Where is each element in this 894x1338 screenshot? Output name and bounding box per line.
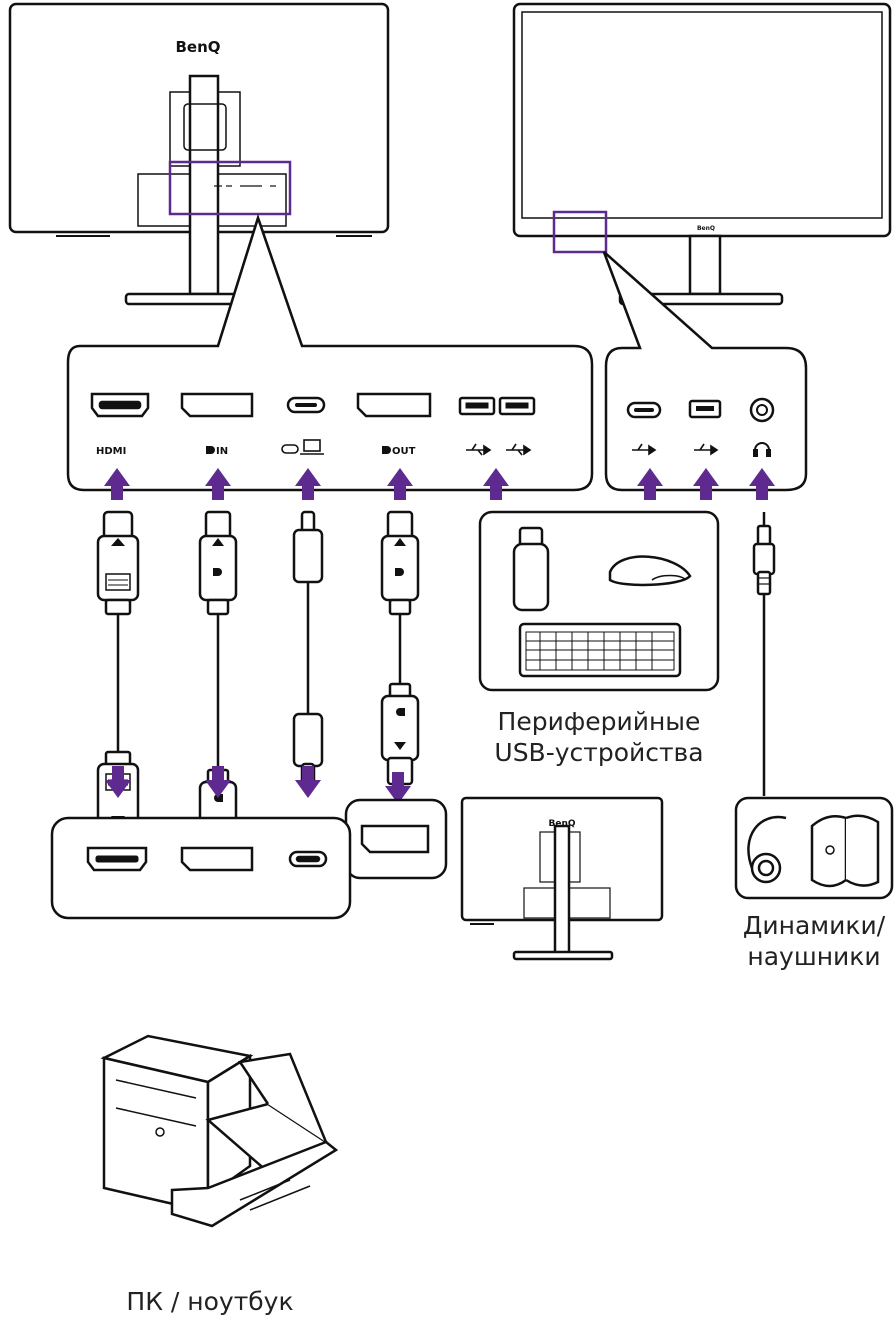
monitor-rear-brand: BenQ bbox=[175, 38, 220, 56]
pc-laptop-illustration bbox=[100, 1034, 339, 1228]
hdmi-port bbox=[90, 392, 150, 418]
usb-caption-line1: Периферийные bbox=[497, 707, 701, 736]
daisy-chain-port-panel bbox=[344, 798, 448, 880]
audio-jack bbox=[749, 397, 775, 423]
displayport-in-port bbox=[180, 392, 254, 418]
keyboard-icon bbox=[518, 622, 682, 678]
laptop-icon bbox=[300, 439, 324, 455]
monitor-front-view bbox=[512, 2, 892, 306]
displayport-out-icon bbox=[382, 446, 391, 454]
dp-out-label: OUT bbox=[392, 446, 416, 457]
usb-icon bbox=[466, 443, 532, 456]
audio-cable bbox=[752, 512, 776, 796]
hdmi-logo: HDMI bbox=[96, 446, 126, 457]
pc-caption: ПК / ноутбук bbox=[126, 1287, 294, 1316]
front-usb-icons bbox=[632, 443, 719, 456]
usb-a-ports bbox=[458, 396, 536, 416]
usb-c-port bbox=[286, 396, 326, 414]
monitor-rear-view bbox=[8, 2, 390, 306]
audio-devices-box bbox=[734, 796, 894, 900]
displayport-out-cable bbox=[380, 510, 420, 786]
dp-in-label: IN bbox=[216, 446, 228, 457]
usb-c-cable bbox=[292, 510, 324, 786]
speakers-icon bbox=[810, 814, 880, 888]
hdmi-cable bbox=[96, 510, 140, 854]
usb-peripherals-caption: Периферийные USB-устройства bbox=[480, 706, 718, 768]
displayport-icon bbox=[206, 446, 215, 454]
usb-peripherals-box bbox=[478, 510, 720, 692]
pc-port-panel bbox=[50, 816, 352, 920]
monitor-front-port-panel bbox=[602, 251, 808, 492]
displayport-in-cable bbox=[198, 510, 238, 872]
monitor-front-brand: BenQ bbox=[697, 225, 715, 232]
headphone-icon bbox=[753, 442, 771, 457]
audio-caption-line2: наушники bbox=[747, 942, 881, 971]
flash-drive-icon bbox=[512, 526, 550, 612]
mouse-icon bbox=[608, 555, 692, 587]
front-usb-c-port bbox=[626, 401, 662, 419]
second-monitor-brand: BenQ bbox=[548, 819, 575, 829]
audio-caption: Динамики/ наушники bbox=[734, 910, 894, 972]
downward-arrows bbox=[105, 766, 411, 804]
monitor-port-panel: HDMI IN OUT bbox=[66, 213, 594, 492]
headphones-icon bbox=[747, 815, 787, 884]
usb-caption-line2: USB-устройства bbox=[494, 738, 704, 767]
second-monitor bbox=[460, 796, 664, 961]
upward-arrows bbox=[104, 468, 775, 500]
usb-c-small-icon bbox=[281, 444, 299, 454]
front-usb-a-port bbox=[688, 399, 722, 419]
audio-caption-line1: Динамики/ bbox=[742, 911, 886, 940]
displayport-out-port bbox=[356, 392, 432, 418]
